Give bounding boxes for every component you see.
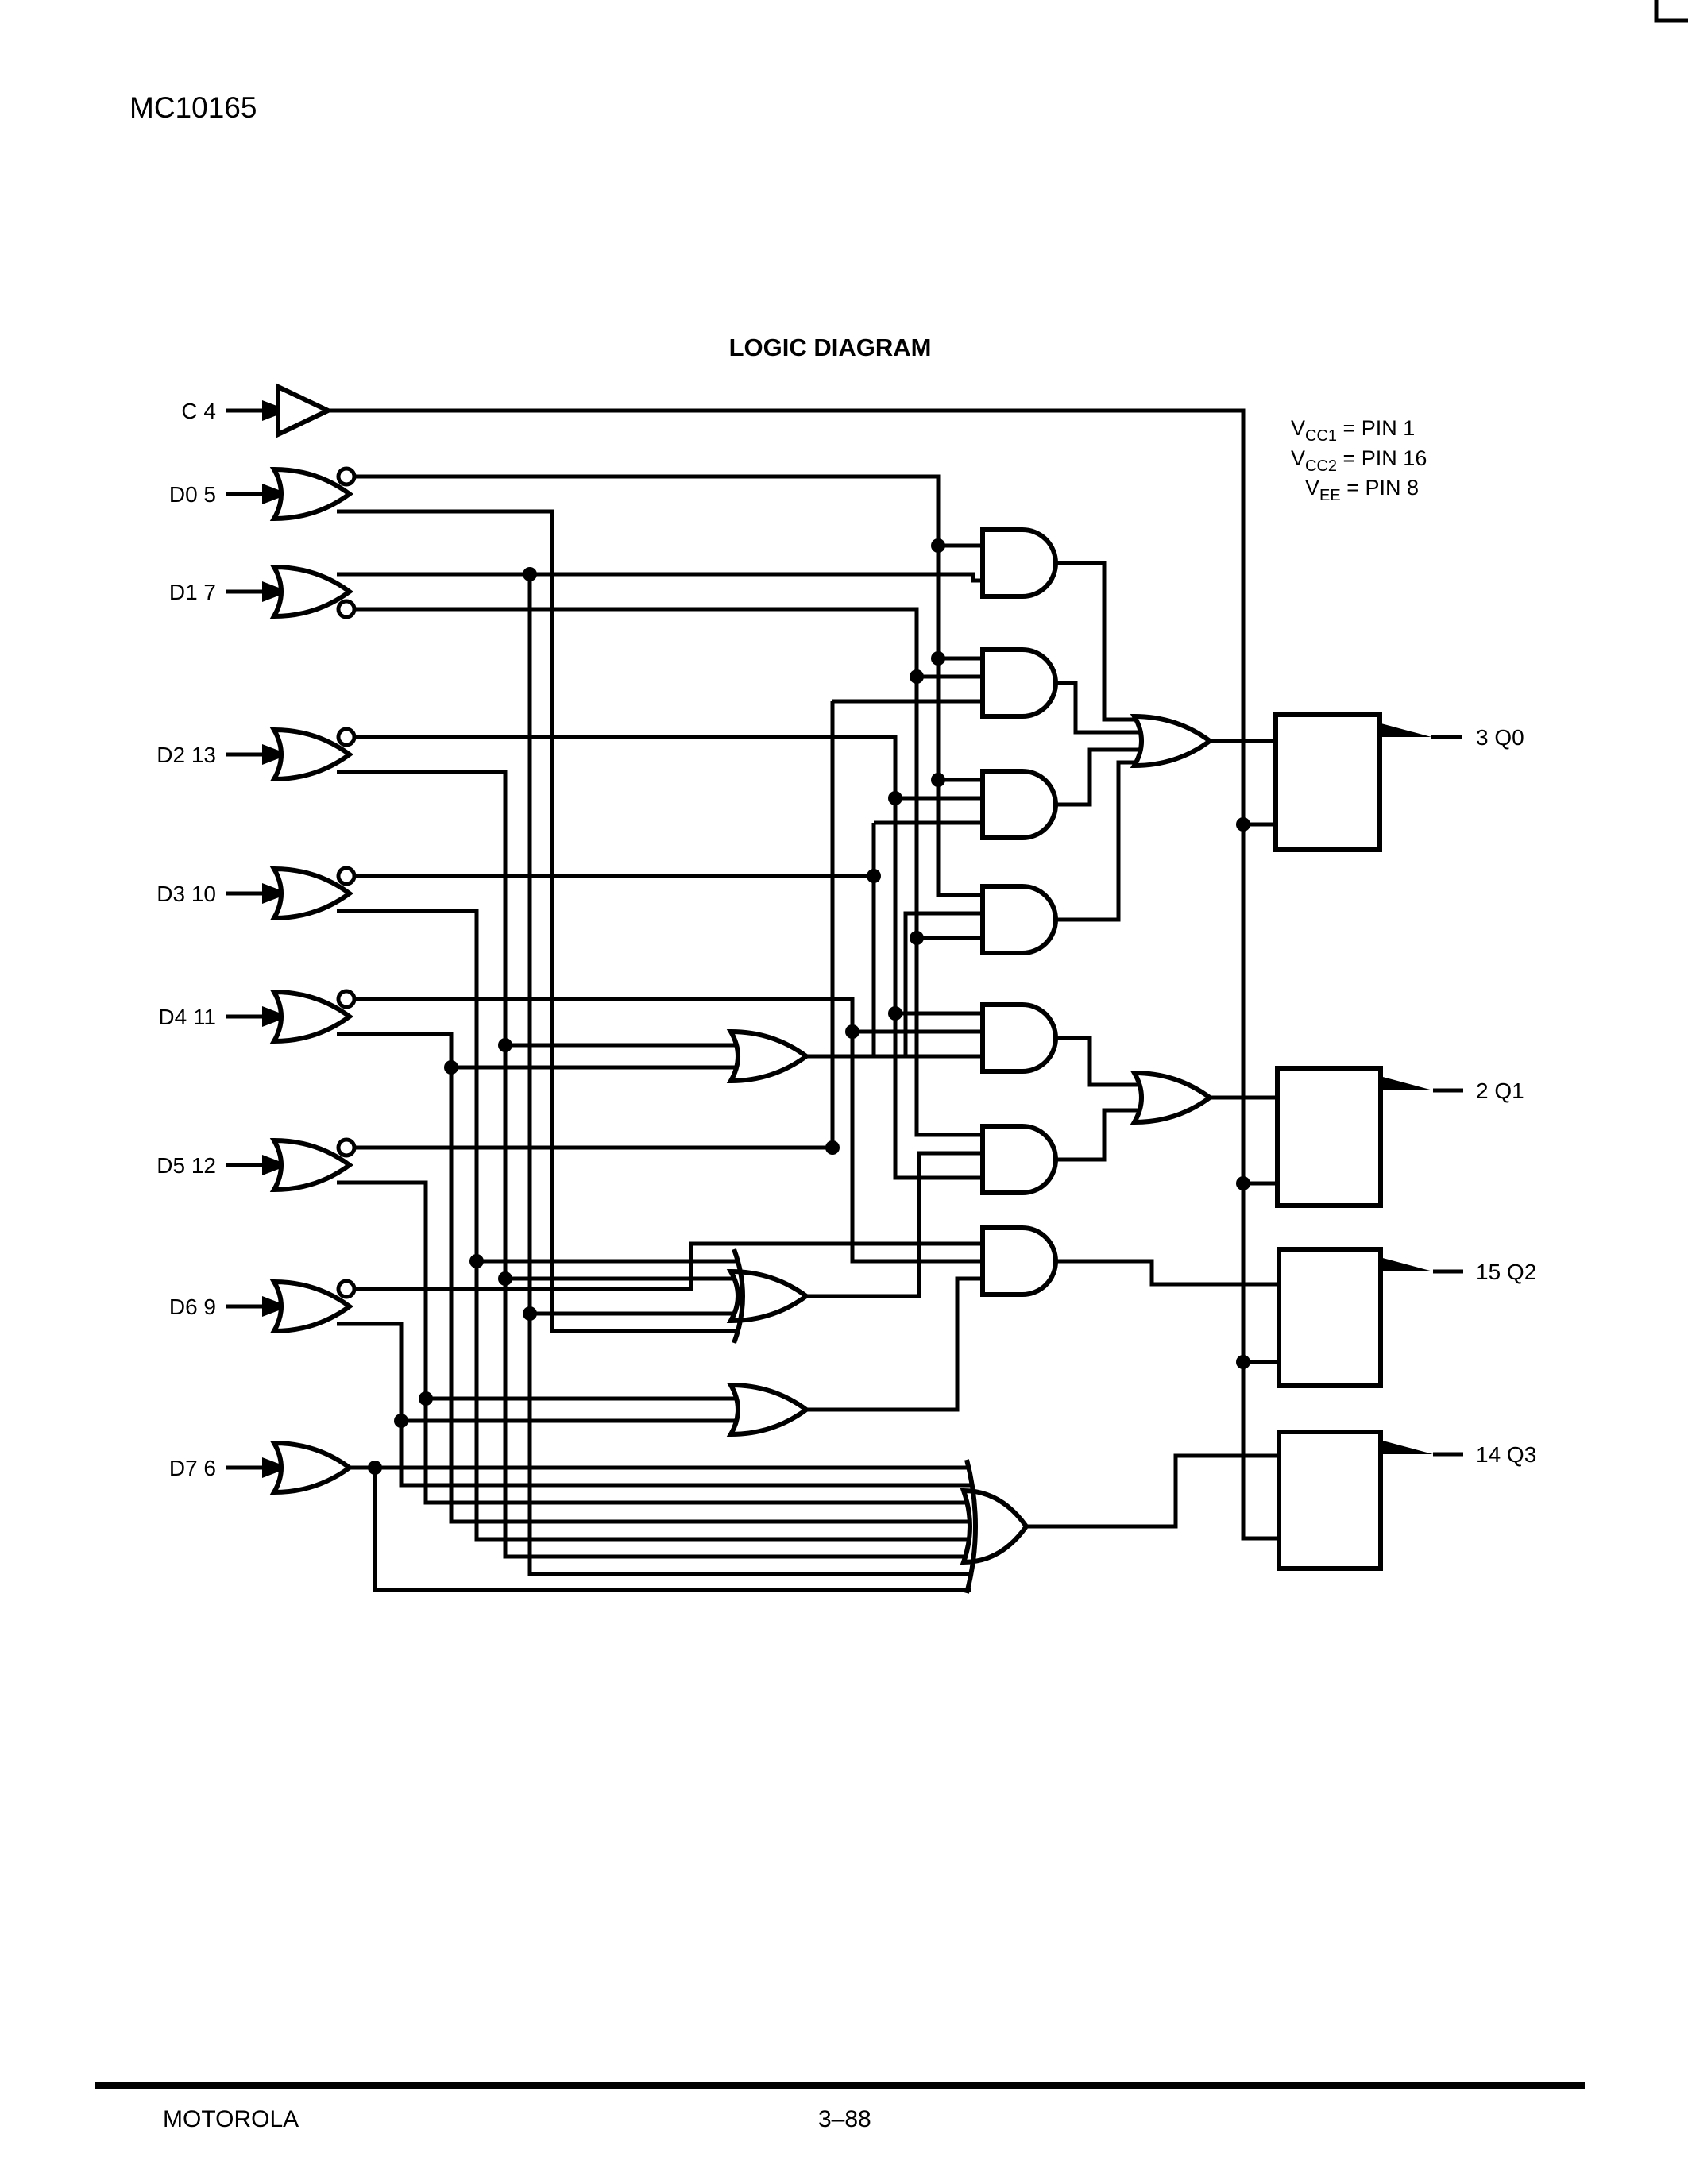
- and-gate-icon: [980, 1124, 1058, 1195]
- input-gate-d5: D5 12: [156, 1137, 357, 1193]
- page-title: MC10165: [129, 91, 257, 124]
- or-gate-icon: [1130, 713, 1215, 769]
- invert-bubble-icon: [336, 466, 357, 487]
- or-gate-icon: [269, 727, 354, 782]
- power-notes: VCC1 = PIN 1 VCC2 = PIN 16 VEE = PIN 8: [1291, 416, 1427, 504]
- input-gate-c: C 4: [181, 383, 334, 438]
- input-stub-wires: [226, 408, 264, 1470]
- input-label-d5: D5 12: [156, 1153, 216, 1178]
- invert-bubble-icon: [336, 1279, 357, 1299]
- input-label-d4: D4 11: [158, 1005, 216, 1029]
- latch-box-icon: [1277, 1430, 1383, 1571]
- invert-bubble-icon: [336, 866, 357, 886]
- input-gate-d3: D3 10: [156, 866, 357, 921]
- or-gate-icon: [269, 866, 354, 921]
- and-gate-icon: [980, 527, 1058, 599]
- latch-q3: 14 Q3: [1277, 1430, 1536, 1571]
- input-label-d7: D7 6: [169, 1456, 216, 1480]
- or-gate-icon: [269, 1279, 354, 1334]
- or-gate-icon: [269, 989, 354, 1044]
- invert-bubble-icon: [336, 599, 357, 619]
- or-gate-icon: [269, 1137, 354, 1193]
- invert-bubble-icon: [336, 727, 357, 747]
- and-gate-column: [980, 527, 1058, 1297]
- gate-interconnect-wire: [806, 561, 1279, 1529]
- input-gate-d6: D6 9: [169, 1279, 357, 1334]
- buffer-gate-icon: [276, 383, 334, 438]
- input-gate-d2: D2 13: [156, 727, 357, 782]
- footer-brand: MOTOROLA: [163, 2106, 299, 2132]
- page-footer: MOTOROLA 3–88: [95, 2082, 1585, 2132]
- power-note-vee: VEE = PIN 8: [1305, 476, 1419, 504]
- input-label-d0: D0 5: [169, 482, 216, 507]
- mid-or-gates: [726, 1028, 811, 1437]
- latch-box-icon: [1275, 1066, 1383, 1208]
- or-gate-icon: [726, 1382, 811, 1437]
- invert-bubble-icon: [336, 989, 357, 1009]
- or-gate-icon: [269, 466, 354, 522]
- power-note-vcc2: VCC2 = PIN 16: [1291, 446, 1427, 475]
- and-gate-icon: [980, 769, 1058, 840]
- output-arrow-icon: [1380, 1257, 1433, 1271]
- and-gate-icon: [980, 647, 1058, 719]
- input-gate-d0: D0 5: [169, 466, 357, 522]
- corner-mark: [1654, 0, 1688, 23]
- output-arrow-icon: [1380, 1076, 1433, 1090]
- or-gate-icon: [269, 1440, 354, 1495]
- input-label-c: C 4: [181, 399, 216, 423]
- or-input-extension-icon: [964, 1459, 978, 1594]
- and-gate-icon: [980, 1225, 1058, 1297]
- latch-box-icon: [1277, 1247, 1383, 1388]
- output-label-q3: 14 Q3: [1476, 1442, 1536, 1467]
- footer-page-number: 3–88: [818, 2106, 871, 2132]
- input-label-d1: D1 7: [169, 580, 216, 604]
- footer-rule: [95, 2082, 1585, 2089]
- and-gate-icon: [980, 1002, 1058, 1074]
- junction-dots: [368, 538, 1250, 1475]
- invert-bubble-icon: [336, 1137, 357, 1158]
- or-gate-icon: [726, 1268, 811, 1324]
- or-gate-icon: [1130, 1070, 1215, 1125]
- latch-q2: 15 Q2: [1277, 1247, 1536, 1388]
- input-label-d6: D6 9: [169, 1295, 216, 1319]
- output-arrow-icon: [1378, 723, 1431, 737]
- or-input-extension-icon: [732, 1248, 745, 1345]
- output-label-q0: 3 Q0: [1476, 725, 1524, 750]
- diagram-heading: LOGIC DIAGRAM: [729, 334, 932, 361]
- output-or-gates: [960, 713, 1215, 1594]
- clock-net-wire: [328, 408, 1279, 1541]
- output-label-q1: 2 Q1: [1476, 1078, 1524, 1103]
- true-bus-wire: [337, 509, 983, 1592]
- and-gate-icon: [980, 884, 1058, 955]
- or-gate-icon: [960, 1488, 1029, 1565]
- output-label-q2: 15 Q2: [1476, 1260, 1536, 1284]
- output-arrow-icon: [1380, 1440, 1433, 1454]
- input-gate-d7: D7 6: [169, 1440, 354, 1495]
- input-gate-d4: D4 11: [158, 989, 357, 1044]
- power-note-vcc1: VCC1 = PIN 1: [1291, 416, 1415, 445]
- input-label-d2: D2 13: [156, 743, 216, 767]
- latch-q1: 2 Q1: [1275, 1066, 1524, 1208]
- latch-box-icon: [1273, 712, 1382, 852]
- input-gate-d1: D1 7: [169, 564, 357, 619]
- input-label-d3: D3 10: [156, 882, 216, 906]
- complement-bus-wire: [354, 474, 983, 1291]
- or-gate-icon: [269, 564, 354, 619]
- or-gate-icon: [726, 1028, 811, 1084]
- latch-q0: 3 Q0: [1273, 712, 1524, 852]
